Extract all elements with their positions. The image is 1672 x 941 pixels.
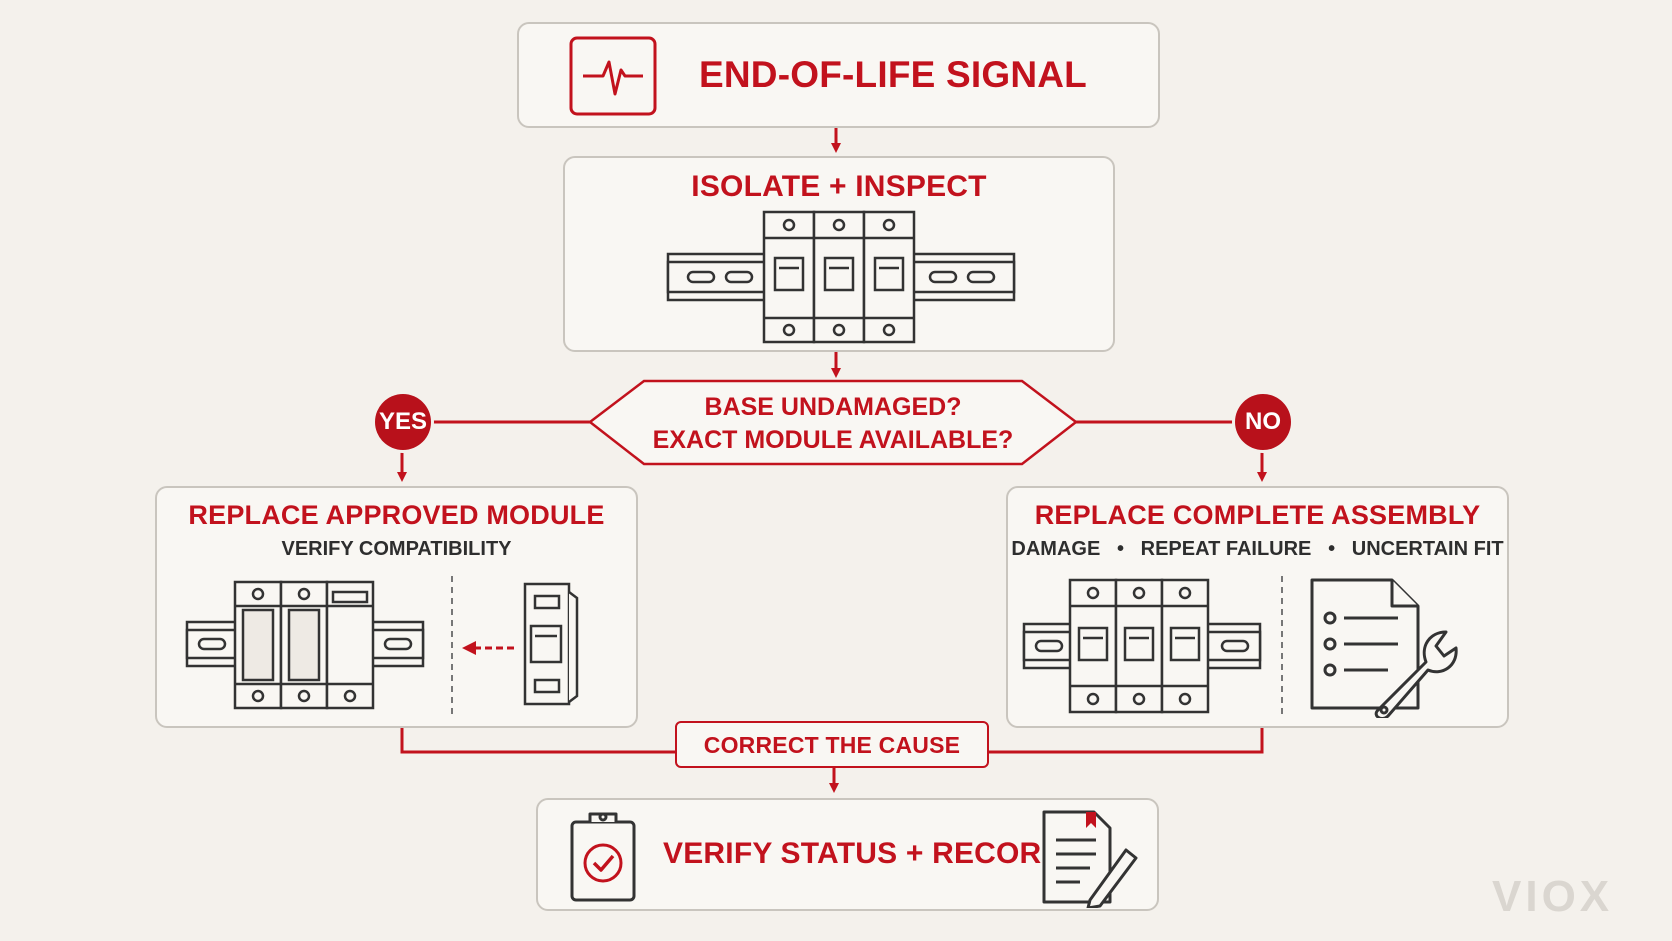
end-box: VERIFY STATUS + RECORD [536,798,1159,911]
yes-branch-title: REPLACE APPROVED MODULE [188,500,605,530]
bullet-separator: • [1105,538,1136,560]
merge-line-right [989,728,1264,754]
din-rail-spd-icon [666,210,1016,344]
bullet-separator: • [1316,538,1347,560]
document-pen-icon [1042,810,1138,908]
insert-arrow-icon [462,641,516,655]
no-branch-title: REPLACE COMPLETE ASSEMBLY [1034,500,1481,530]
inspect-box: ISOLATE + INSPECT [563,156,1115,352]
yes-branch-box: REPLACE APPROVED MODULE VERIFY COMPATIBI… [155,486,638,728]
reason-damage: DAMAGE [1011,538,1101,560]
decision-line-2: EXACT MODULE AVAILABLE? [652,426,1014,454]
merge-line-left [400,728,675,754]
merge-box: CORRECT THE CAUSE [675,721,989,768]
merge-label: CORRECT THE CAUSE [703,732,961,758]
no-badge: NO [1235,394,1291,450]
checklist-wrench-icon [1310,578,1458,718]
din-rail-base-icon [185,580,425,710]
decision-hexagon [587,379,1079,466]
no-branch-box: REPLACE COMPLETE ASSEMBLY DAMAGE • REPEA… [1006,486,1509,728]
plug-in-module-icon [523,582,579,706]
divider [451,576,453,716]
inspect-title: ISOLATE + INSPECT [691,170,987,203]
clipboard-check-icon [570,812,636,902]
yes-badge: YES [375,394,431,450]
reason-uncertain-fit: UNCERTAIN FIT [1351,538,1504,560]
yes-branch-subtitle: VERIFY COMPATIBILITY [281,538,512,560]
end-title: VERIFY STATUS + RECORD [663,837,1064,870]
start-box: END-OF-LIFE SIGNAL [517,22,1160,128]
divider [1281,576,1283,716]
no-branch-reasons: DAMAGE • REPEAT FAILURE • UNCERTAIN FIT [1008,538,1507,561]
reason-repeat-failure: REPEAT FAILURE [1140,538,1312,560]
din-rail-spd-icon [1022,578,1262,714]
no-branch-line [1076,420,1267,482]
watermark-logo: VIOX [1492,872,1614,921]
heartbeat-icon [569,36,657,116]
start-title: END-OF-LIFE SIGNAL [699,54,1087,95]
yes-branch-line [397,420,590,482]
decision-line-1: BASE UNDAMAGED? [704,393,962,421]
